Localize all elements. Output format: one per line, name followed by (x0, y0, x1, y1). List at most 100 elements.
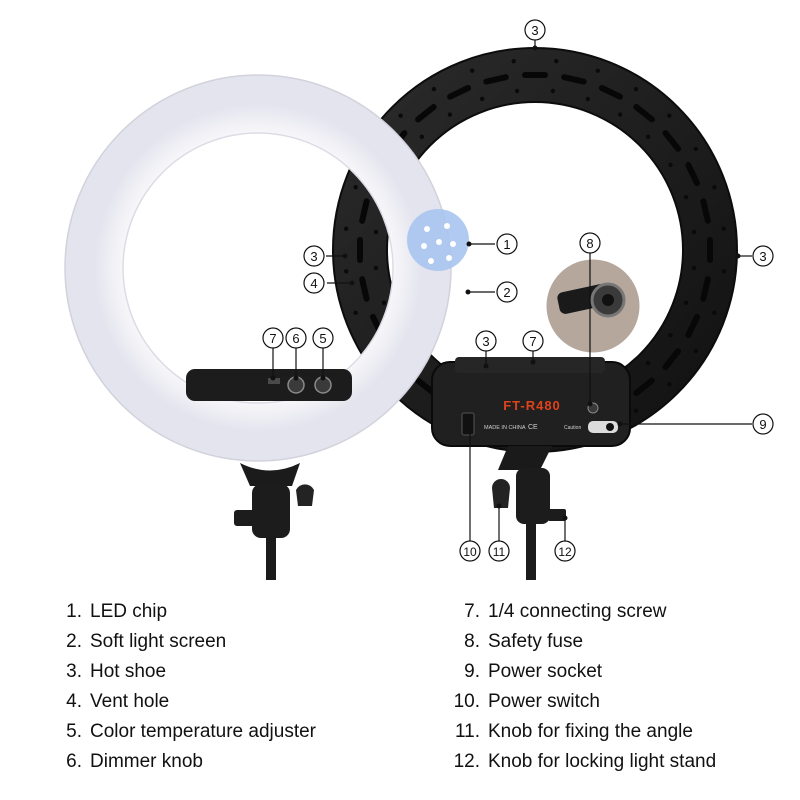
callout-marker-3-left: 3 (303, 245, 325, 267)
legend-item: 8.Safety fuse (464, 631, 584, 652)
vent-hole (561, 74, 587, 85)
vent-dot (514, 88, 520, 94)
callout-marker-8: 8 (579, 232, 601, 254)
vent-hole (662, 348, 682, 370)
callout-marker-10: 10 (459, 540, 481, 562)
callout-marker-3-top: 3 (524, 19, 546, 41)
vent-dot (343, 226, 349, 231)
caution-label: Caution (564, 425, 581, 431)
made-in-label: MADE IN CHINA (484, 425, 526, 431)
vent-hole (700, 276, 711, 302)
model-label: FT-R480 (503, 398, 561, 413)
callout-marker-7-front: 7 (262, 327, 284, 349)
vent-dot (511, 58, 516, 64)
svg-text:12: 12 (558, 545, 572, 559)
vent-dot (353, 310, 358, 315)
callout-marker-1: 1 (496, 233, 518, 255)
svg-text:3: 3 (531, 23, 538, 38)
svg-text:3: 3 (482, 334, 489, 349)
legend-item: 4.Vent hole (66, 691, 170, 712)
vent-dot (554, 58, 559, 64)
vent-hole (415, 103, 437, 123)
vent-dot (712, 310, 717, 315)
power-switch (461, 412, 475, 436)
vent-hole (359, 198, 370, 224)
callout-marker-5: 5 (312, 327, 334, 349)
svg-text:10: 10 (463, 545, 477, 559)
vent-dot (373, 229, 379, 235)
callout-dots (270, 45, 741, 521)
legend-item: 2.Soft light screen (66, 631, 227, 652)
svg-text:7: 7 (529, 334, 536, 349)
svg-text:8: 8 (586, 236, 593, 251)
legend-item: 1.LED chip (66, 601, 168, 622)
front-control-box (186, 369, 352, 401)
legend-item: 3.Hot shoe (66, 661, 167, 682)
legend-item: 9.Power socket (464, 661, 603, 682)
led-chip-zoom (407, 209, 469, 271)
callout-marker-3-right: 3 (752, 245, 774, 267)
legend-item: 11.Knob for fixing the angle (454, 721, 693, 742)
vent-dot (343, 269, 349, 274)
svg-text:3: 3 (759, 249, 766, 264)
legend-item: 10.Power switch (453, 691, 600, 712)
vent-hole (707, 237, 713, 263)
vent-dot (447, 112, 453, 117)
svg-text:11: 11 (493, 545, 506, 559)
vent-dot (419, 134, 425, 140)
vent-dot (645, 134, 651, 140)
legend-item: 5.Color temperature adjuster (66, 721, 316, 742)
vent-dot (470, 68, 475, 73)
vent-dot (633, 86, 639, 92)
legend-left-column: 1.LED chip 2.Soft light screen 3.Hot sho… (56, 597, 316, 777)
vent-hole (598, 84, 623, 100)
back-stand (492, 446, 566, 580)
svg-text:6: 6 (292, 331, 299, 346)
legend-item: 6.Dimmer knob (66, 751, 203, 772)
callout-marker-4: 4 (303, 272, 325, 294)
vent-dot (693, 348, 699, 354)
vent-dot (721, 269, 727, 274)
front-stand (234, 463, 314, 580)
back-control-box: FT-R480 MADE IN CHINA CE Caution (431, 357, 631, 447)
ring-light-diagram: FT-R480 MADE IN CHINA CE Caution (64, 19, 774, 580)
callout-marker-7-back: 7 (522, 330, 544, 352)
vent-dot (617, 112, 623, 117)
front-ring-light (64, 74, 469, 462)
vent-dot (398, 113, 403, 118)
vent-hole (633, 103, 655, 123)
svg-text:2: 2 (503, 285, 510, 300)
vent-hole (483, 74, 509, 85)
callout-marker-2: 2 (496, 281, 518, 303)
vent-hole (357, 237, 363, 263)
legend-item: 12.Knob for locking light stand (453, 751, 717, 772)
vent-dot (381, 300, 387, 306)
vent-dot (550, 88, 556, 94)
vent-dot (353, 185, 358, 190)
safety-fuse-zoom (543, 256, 643, 356)
vent-dot (667, 113, 672, 118)
svg-text:9: 9 (759, 417, 766, 432)
vent-hole (685, 162, 701, 187)
vent-hole (447, 84, 472, 100)
callout-marker-12: 12 (554, 540, 576, 562)
vent-dot (479, 96, 485, 102)
svg-text:7: 7 (269, 331, 276, 346)
svg-text:1: 1 (503, 237, 510, 252)
callout-marker-9: 9 (752, 413, 774, 435)
vent-dot (595, 68, 600, 73)
svg-text:3: 3 (310, 249, 317, 264)
callout-marker-11: 11 (488, 540, 510, 562)
vent-dot (668, 332, 673, 338)
vent-dot (691, 229, 697, 235)
callout-marker-3-box: 3 (475, 330, 497, 352)
vent-dot (693, 146, 699, 152)
vent-dot (585, 96, 591, 102)
svg-text:5: 5 (319, 331, 326, 346)
vent-hole (662, 130, 682, 152)
legend-right-column: 7.1/4 connecting screw 8.Safety fuse 9.P… (444, 597, 717, 777)
vent-hole (522, 72, 548, 78)
svg-text:4: 4 (310, 276, 317, 291)
vent-dot (633, 408, 639, 414)
vent-dot (645, 360, 651, 366)
